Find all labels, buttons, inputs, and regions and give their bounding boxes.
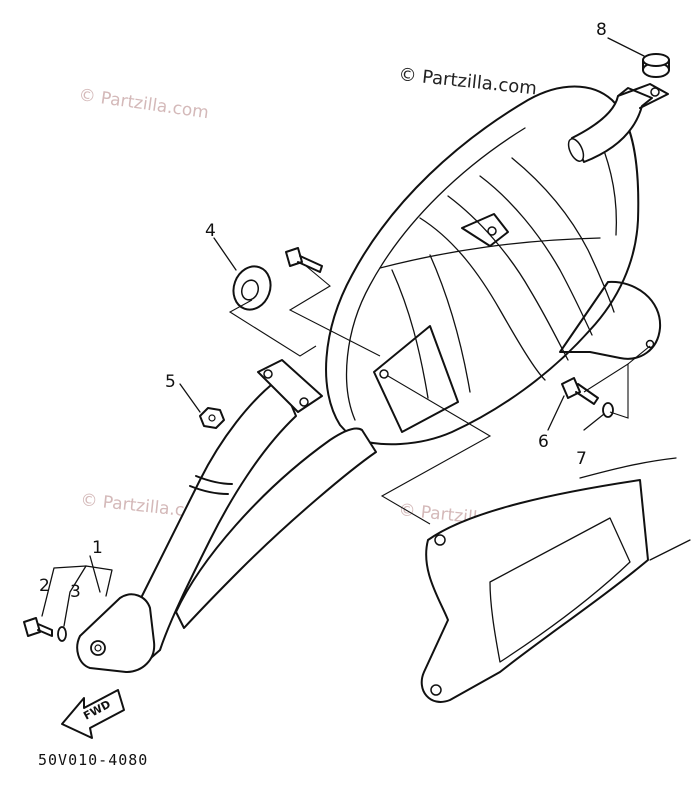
muffler (325, 85, 662, 446)
grommet-part-8 (642, 53, 670, 78)
bolt-part-2 (23, 617, 53, 637)
callout-7: 7 (576, 449, 587, 469)
callout-3: 3 (70, 582, 81, 602)
diagram-code: 50V010-4080 (38, 751, 148, 769)
leader-lines (228, 265, 651, 525)
callout-2: 2 (39, 576, 50, 596)
watermark-top-right: © Partzilla.com (397, 64, 537, 99)
exhaust-pipe (76, 359, 377, 673)
callout-1: 1 (92, 538, 103, 558)
washer-part-3 (57, 626, 67, 642)
gasket-part-4 (232, 265, 272, 311)
callout-8: 8 (596, 20, 607, 40)
callout-4: 4 (205, 221, 216, 241)
bolt-upper (285, 247, 323, 273)
tail-pipe (567, 83, 669, 163)
washer-part-7 (602, 402, 614, 418)
frame-bracket (420, 457, 691, 703)
watermark-top-left: © Partzilla.com (77, 85, 210, 123)
nut-part-5 (199, 407, 225, 429)
callout-6: 6 (538, 432, 549, 452)
bolt-part-6 (561, 377, 599, 405)
callout-leaders (41, 37, 645, 627)
forward-direction-arrow: FWD (61, 689, 125, 739)
callout-5: 5 (165, 372, 176, 392)
